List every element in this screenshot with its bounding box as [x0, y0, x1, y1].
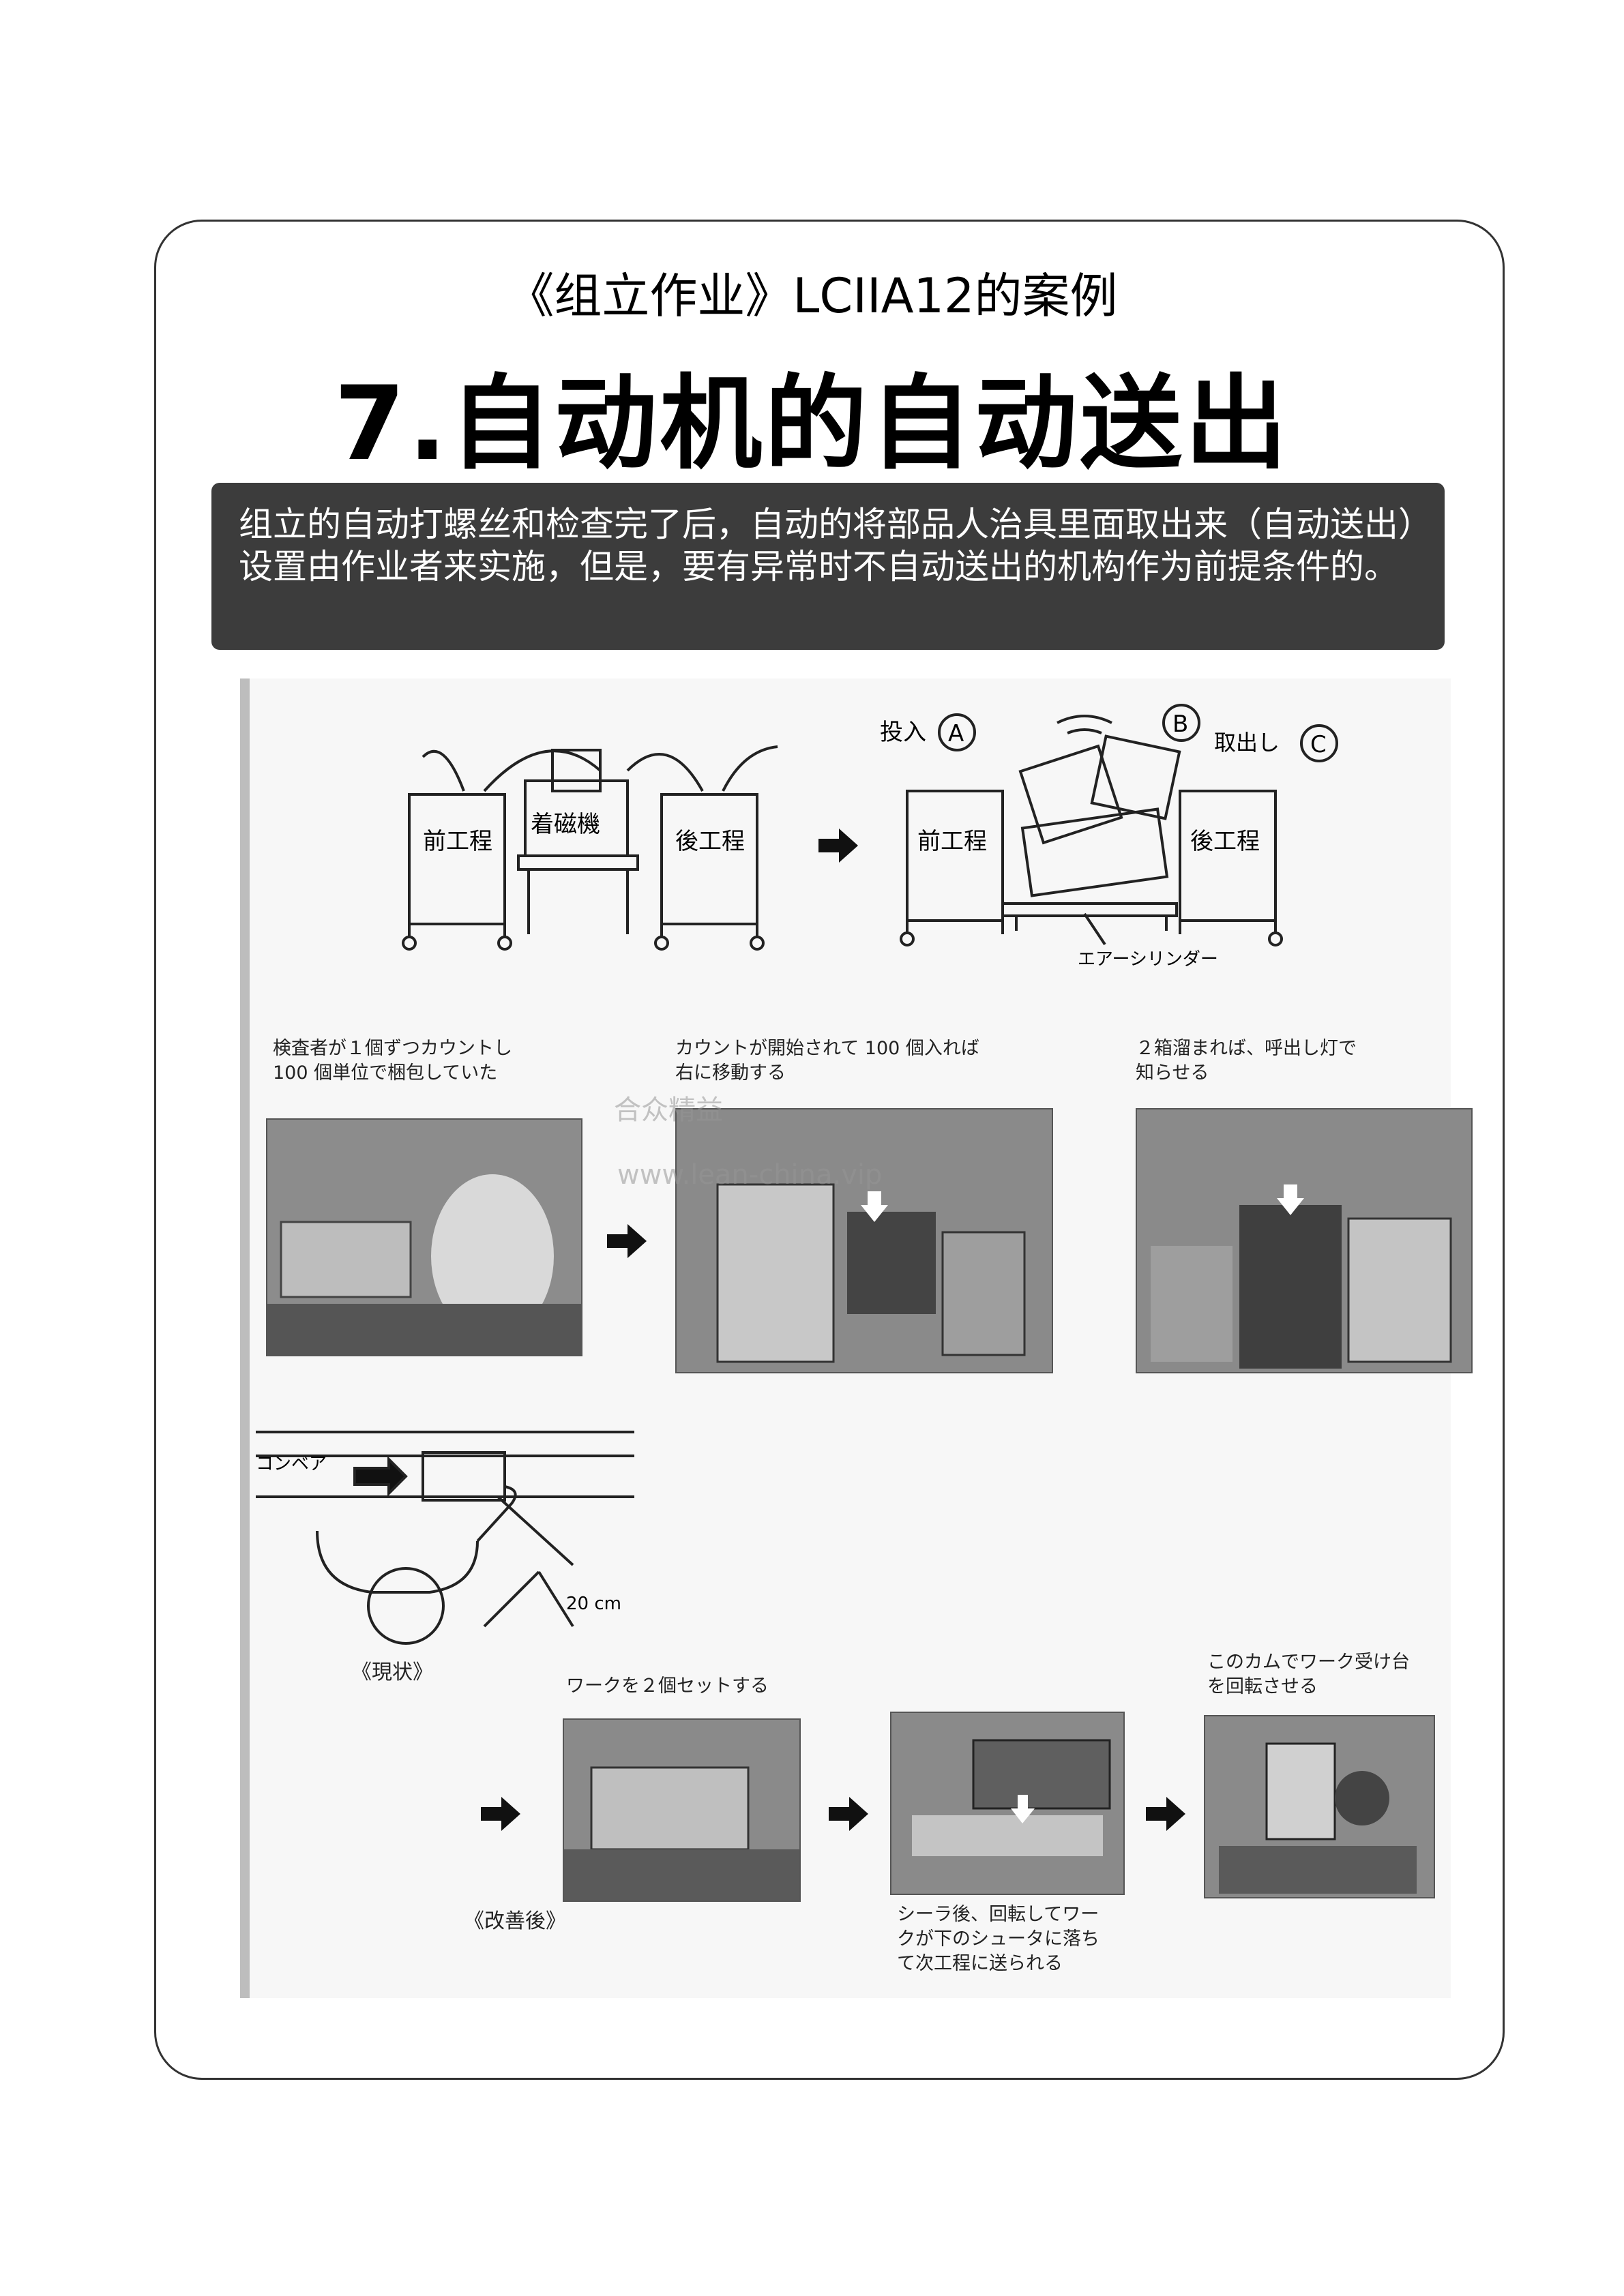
label-improved-state: 《改善後》: [464, 1909, 566, 1933]
label-next-process-2: 後工程: [1190, 828, 1260, 855]
photo-seal-rotate: [890, 1712, 1125, 1895]
photo-set-work: [563, 1718, 801, 1902]
intro-text: 组立的自动打螺丝和检查完了后，自动的将部品人治具里面取出来（自动送出）设置由作业…: [239, 505, 1415, 586]
process-sketch-before: 前工程 着磁機 後工程: [402, 745, 778, 951]
watermark-text: 合众精益: [614, 1094, 723, 1126]
caption-cam-rotate: このカムでワーク受け台 を回転させる: [1207, 1652, 1410, 1697]
caption-count-move: カウントが開始されて 100 個入れば 右に移動する: [675, 1038, 979, 1084]
page-subtitle: 《组立作业》LCIIA12的案例: [506, 268, 1118, 324]
label-a: A: [948, 720, 964, 747]
label-takeout: 取出し: [1214, 730, 1280, 756]
page-frame: [154, 220, 1505, 2080]
photo-conveyor-count: [675, 1108, 1053, 1373]
label-conveyor: コンベア: [256, 1454, 327, 1474]
arrow-right-icon: [607, 1224, 647, 1258]
arrow-right-icon: [829, 1797, 868, 1831]
intro-box: 组立的自动打螺丝和检查完了后，自动的将部品人治具里面取出来（自动送出）设置由作业…: [211, 483, 1445, 650]
caption-set-work: ワークを２個セットする: [566, 1675, 769, 1697]
photo-cam: [1204, 1715, 1435, 1898]
process-sketch-after: 投入 A B 取出し C 前工程 後工程 エアーシリンダー: [880, 704, 1338, 968]
label-air-cylinder: エアーシリンダー: [1078, 949, 1218, 968]
caption-inspector-count: 検査者が１個ずつカウントし 100 個単位で梱包していた: [273, 1038, 512, 1084]
label-magnetizer: 着磁機: [531, 811, 600, 838]
arrow-right-icon: [1146, 1797, 1185, 1831]
caption-two-boxes: ２箱溜まれば、呼出し灯で 知らせる: [1136, 1038, 1357, 1084]
label-input: 投入: [880, 719, 926, 746]
photo-inspector: [266, 1118, 582, 1356]
label-distance: 20 cm: [566, 1594, 621, 1614]
label-b: B: [1172, 711, 1188, 738]
page-title: 7.自动机的自动送出: [334, 365, 1290, 483]
label-prev-process-2: 前工程: [917, 828, 987, 855]
arrow-right-icon: [818, 829, 858, 863]
label-current-state: 《現状》: [351, 1660, 433, 1684]
arrow-right-icon: [481, 1797, 520, 1831]
watermark-url: www.lean-china.vip: [617, 1159, 883, 1191]
operator-sketch: コンベア 20 cm: [256, 1431, 634, 1645]
label-next-process: 後工程: [675, 828, 745, 855]
label-c: C: [1310, 731, 1327, 758]
caption-seal-drop: シーラ後、回転してワー クが下のシュータに落ち て次工程に送られる: [897, 1904, 1099, 1974]
photo-two-boxes: [1136, 1108, 1473, 1373]
label-prev-process: 前工程: [423, 828, 492, 855]
